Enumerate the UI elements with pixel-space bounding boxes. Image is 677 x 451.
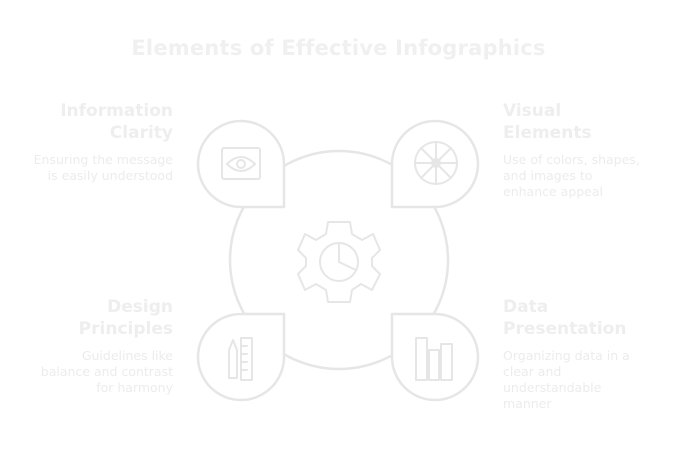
eye-frame-icon <box>221 147 261 180</box>
pencil-ruler-icon <box>228 337 253 381</box>
bar-chart-icon <box>415 337 453 381</box>
gear-pie-chart-icon <box>297 221 381 303</box>
central-ring <box>228 149 450 371</box>
page-title: Elements of Effective Infographics <box>131 36 546 60</box>
color-wheel-icon <box>414 141 458 185</box>
teardrop-top-left <box>196 119 286 209</box>
teardrop-bottom-right <box>390 312 480 402</box>
